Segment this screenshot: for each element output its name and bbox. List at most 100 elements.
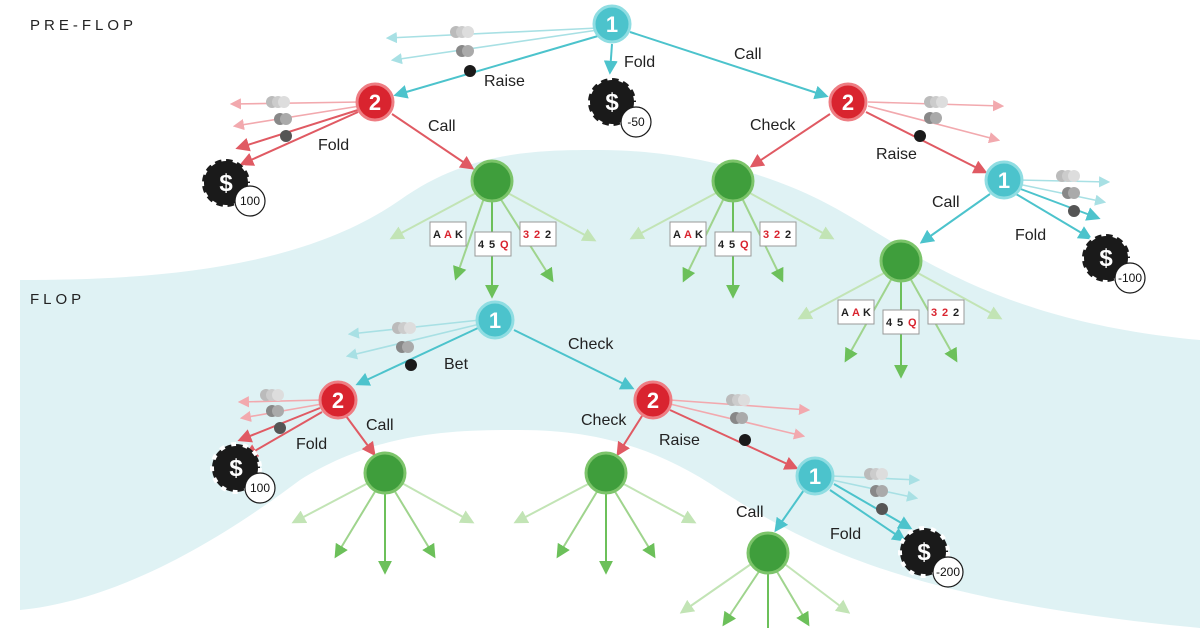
edge-p2r-fold-2 (239, 111, 359, 166)
chip-stack-icon (864, 468, 888, 480)
chip-stack-icon (1056, 170, 1080, 182)
action-label-p1rr-fold: Fold (1015, 227, 1046, 244)
card-rank: K (695, 229, 703, 241)
action-label-fp1-bet: Bet (444, 356, 469, 373)
chance-node (746, 531, 790, 575)
payoff-value: 100 (250, 481, 270, 495)
action-label-fp1r-call: Call (736, 504, 764, 521)
card-rank: Q (500, 239, 509, 251)
card-rank: A (433, 229, 441, 241)
node-flop-p1-after-raise: 1 (795, 456, 835, 496)
card-rank: A (684, 229, 692, 241)
card-group-1: A A K (837, 299, 875, 325)
card-rank: 3 (931, 307, 937, 319)
card-rank: 3 (523, 229, 529, 241)
chip-icon (280, 130, 292, 142)
edge-fp2c-raise (669, 409, 799, 470)
node-flop-p1-label: 1 (489, 308, 501, 333)
node-root-label: 1 (606, 12, 618, 37)
card-rank: A (841, 307, 849, 319)
action-edges (235, 31, 1101, 542)
node-flop-p1: 1 (475, 300, 515, 340)
chance-node (470, 159, 514, 203)
chip-stack-icon (1062, 187, 1080, 199)
card-rank: 2 (545, 229, 551, 241)
action-label-fp2c-check: Check (581, 412, 627, 429)
action-label-root-fold: Fold (624, 54, 655, 71)
edge-root-fold (603, 43, 618, 75)
card-rank: Q (908, 317, 917, 329)
edge-p1rr-fold-1 (1017, 187, 1101, 221)
action-label-p1rr-call: Call (932, 194, 960, 211)
card-rank: 5 (897, 317, 903, 329)
action-label-fp1r-fold: Fold (830, 526, 861, 543)
card-group-3: 3 2 2 (759, 221, 797, 247)
stage-label-preflop: PRE-FLOP (30, 17, 137, 34)
edge-fp2b-fold-2 (243, 411, 323, 458)
dollar-icon: $ (1099, 245, 1113, 272)
card-rank: 5 (729, 239, 735, 251)
node-p1-after-reraise: 1 (984, 160, 1024, 200)
chip-stack-icon (266, 405, 284, 417)
dollar-icon: $ (917, 539, 931, 566)
card-group-2: 4 5 Q (474, 231, 512, 257)
action-label-p2c-raise: Raise (876, 146, 917, 163)
node-p2-after-call-label: 2 (842, 90, 854, 115)
action-label-p2r-fold: Fold (318, 137, 349, 154)
payoff-chip-root-fold: $ -50 (586, 76, 652, 138)
edge-p1rr-fold-2 (1015, 193, 1093, 240)
chip-icon (464, 65, 476, 77)
edge-fp1-check (513, 329, 635, 390)
action-label-root-raise: Raise (484, 73, 525, 90)
card-group-3: 3 2 2 (519, 221, 557, 247)
payoff-chip-p2r-fold: $ 100 (200, 157, 266, 217)
chip-stack-icon (396, 341, 414, 353)
edge-fp1-bet (355, 327, 479, 386)
chip-stack-icon (456, 45, 474, 57)
node-flop-p1-after-raise-label: 1 (809, 464, 821, 489)
chance-nodes (363, 159, 923, 575)
dollar-icon: $ (229, 455, 243, 482)
chip-stack-icon (924, 112, 942, 124)
edge-p2c-check (749, 113, 831, 168)
chance-branches (291, 191, 1003, 628)
node-flop-p2-after-check-label: 2 (647, 388, 659, 413)
chip-stack-icon (726, 394, 750, 406)
chip-stack-icon (392, 322, 416, 334)
edge-p2r-fold-1 (235, 109, 359, 152)
dollar-icon: $ (219, 170, 233, 197)
card-rank: A (852, 307, 860, 319)
chance-node (584, 451, 628, 495)
chip-icon (739, 434, 751, 446)
payoff-chip-p1rr-fold: $ -100 (1080, 232, 1146, 294)
action-label-fp2b-fold: Fold (296, 436, 327, 453)
card-rank: 2 (953, 307, 959, 319)
action-label-root-call: Call (734, 46, 762, 63)
card-rank: A (673, 229, 681, 241)
flop-card-set: A A K 4 5 Q 3 2 2 (669, 221, 797, 257)
node-p2-after-raise-label: 2 (369, 90, 381, 115)
node-flop-p2-after-check: 2 (633, 380, 673, 420)
chip-icon (914, 130, 926, 142)
card-rank: 2 (534, 229, 540, 241)
chip-stack-icon (274, 113, 292, 125)
edge-fp1r-fold-2 (829, 489, 907, 542)
chip-icon (1068, 205, 1080, 217)
flop-card-set: A A K 4 5 Q 3 2 2 (429, 221, 557, 257)
card-group-2: 4 5 Q (882, 309, 920, 335)
card-rank: K (455, 229, 463, 241)
decision-nodes: 1 2 2 1 1 2 2 1 (318, 4, 1024, 496)
stage-label-flop: FLOP (30, 291, 85, 308)
node-p2-after-raise: 2 (355, 82, 395, 122)
payoff-value: 100 (240, 194, 260, 208)
edge-p1rr-call (919, 193, 991, 244)
chip-stack-icon (260, 389, 284, 401)
action-label-fp2c-raise: Raise (659, 432, 700, 449)
chip-stack-icon (266, 96, 290, 108)
payoff-value: -100 (1118, 271, 1142, 285)
bet-chip-stacks (260, 26, 1080, 515)
node-p1-after-reraise-label: 1 (998, 168, 1010, 193)
chance-node (711, 159, 755, 203)
card-rank: K (863, 307, 871, 319)
action-label-p2r-call: Call (428, 118, 456, 135)
